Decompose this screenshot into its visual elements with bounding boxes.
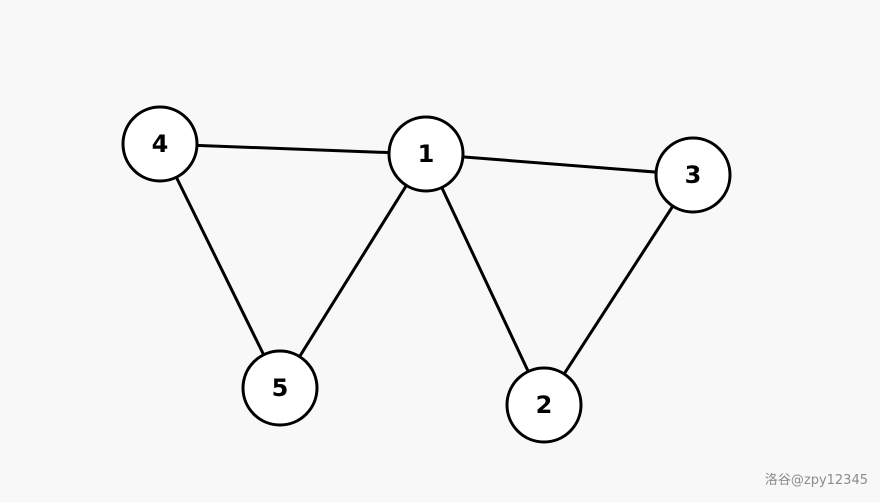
node-3: 3 <box>654 136 732 214</box>
watermark-text: 洛谷@zpy12345 <box>764 473 868 488</box>
node-circle <box>654 136 732 214</box>
node-5: 5 <box>241 349 319 427</box>
edge-4-5 <box>158 142 282 390</box>
node-circle <box>387 115 465 193</box>
node-label: 5 <box>272 374 289 402</box>
node-circle <box>241 349 319 427</box>
edge-2-3 <box>542 173 695 407</box>
edge-4-1 <box>158 142 428 156</box>
node-4: 4 <box>121 105 199 183</box>
node-circle <box>121 105 199 183</box>
edge-5-1 <box>278 152 428 390</box>
node-circle <box>505 366 583 444</box>
node-1: 1 <box>387 115 465 193</box>
edges-layer <box>158 142 695 407</box>
node-label: 4 <box>152 130 169 158</box>
node-label: 2 <box>536 391 553 419</box>
nodes-layer: 1 2 3 4 5 <box>121 105 732 444</box>
node-label: 3 <box>685 161 702 189</box>
node-2: 2 <box>505 366 583 444</box>
node-label: 1 <box>418 140 435 168</box>
edge-1-2 <box>424 152 546 407</box>
edge-1-3 <box>424 152 695 177</box>
